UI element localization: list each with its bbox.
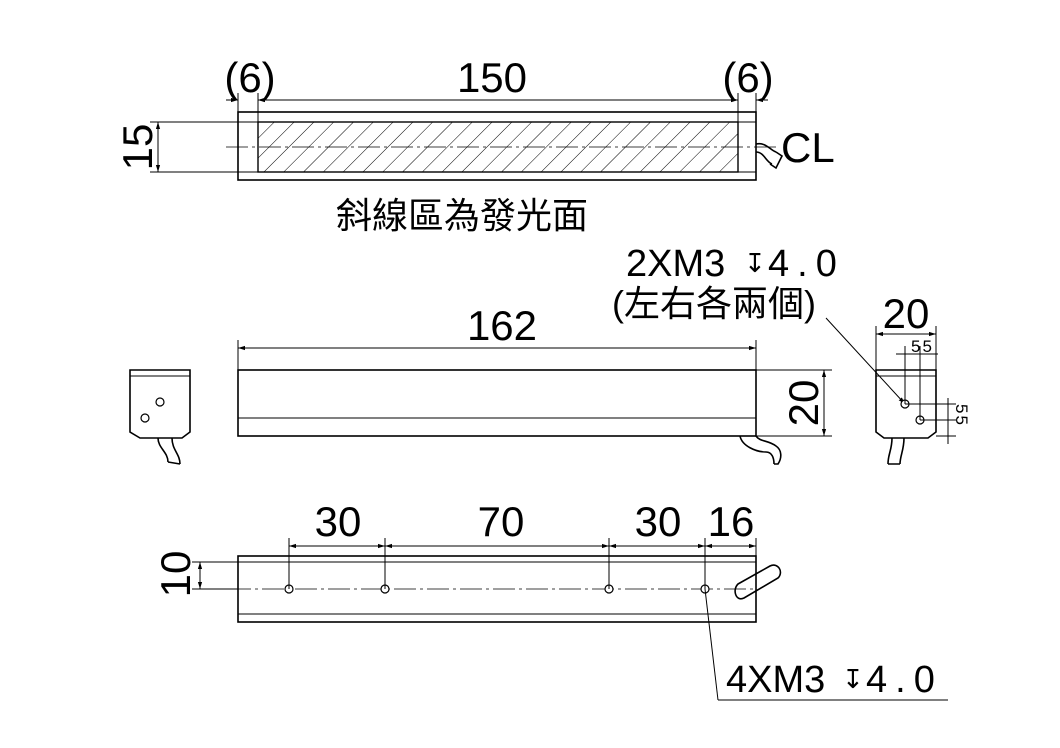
dim-side-sub-top: 55: [911, 337, 934, 356]
bottom-cable: [734, 564, 782, 600]
cable: [755, 142, 784, 170]
dim-top-right: (6): [722, 54, 773, 101]
bottom-hole-note-depth-symbol: ↧: [842, 665, 864, 695]
dim-bottom-a: 30: [315, 498, 362, 545]
right-end-view: 20 55 55: [875, 290, 971, 465]
bottom-view: 30 70 30 16 10 4XM3 ↧ 4.0: [152, 498, 948, 701]
left-end-cable: [157, 437, 181, 465]
side-hole-note-qualifier: (左右各兩個): [612, 283, 816, 324]
front-view-body: [237, 369, 757, 437]
dim-front-length: 162: [467, 302, 537, 349]
cable-label: CL: [781, 124, 835, 171]
front-cable: [739, 435, 782, 465]
dim-top-left: (6): [224, 54, 275, 101]
right-end-cable: [887, 437, 905, 465]
left-end-hole: [155, 397, 165, 407]
side-hole-note-depth: 4.0: [768, 243, 845, 285]
bottom-hole-note-depth: 4.0: [866, 659, 943, 701]
emitting-area-caption: 斜線區為發光面: [336, 195, 588, 236]
top-view-body: [237, 111, 757, 181]
dim-bottom-c: 30: [635, 498, 682, 545]
dim-side-width: 20: [883, 290, 930, 337]
front-view: 162 20: [237, 302, 832, 465]
left-end-hole: [140, 413, 150, 423]
dim-side-sub-side: 55: [952, 404, 971, 427]
dim-bottom-b: 70: [478, 498, 525, 545]
side-hole-note: 2XM3 ↧ 4.0 (左右各兩個): [612, 243, 906, 405]
dim-top-middle: 150: [457, 54, 527, 101]
left-end-view: [129, 369, 191, 465]
dim-front-height: 20: [780, 380, 827, 427]
dim-bottom-d: 16: [708, 498, 755, 545]
side-hole-note-depth-symbol: ↧: [744, 249, 766, 279]
dim-top-height: 15: [114, 124, 161, 171]
bottom-hole-note-size: 4XM3: [726, 659, 825, 701]
side-hole-note-size: 2XM3: [626, 243, 725, 285]
top-view: (6) 150 (6) 15 CL 斜線區為發光面: [114, 54, 835, 236]
dim-bottom-height: 10: [152, 551, 199, 598]
